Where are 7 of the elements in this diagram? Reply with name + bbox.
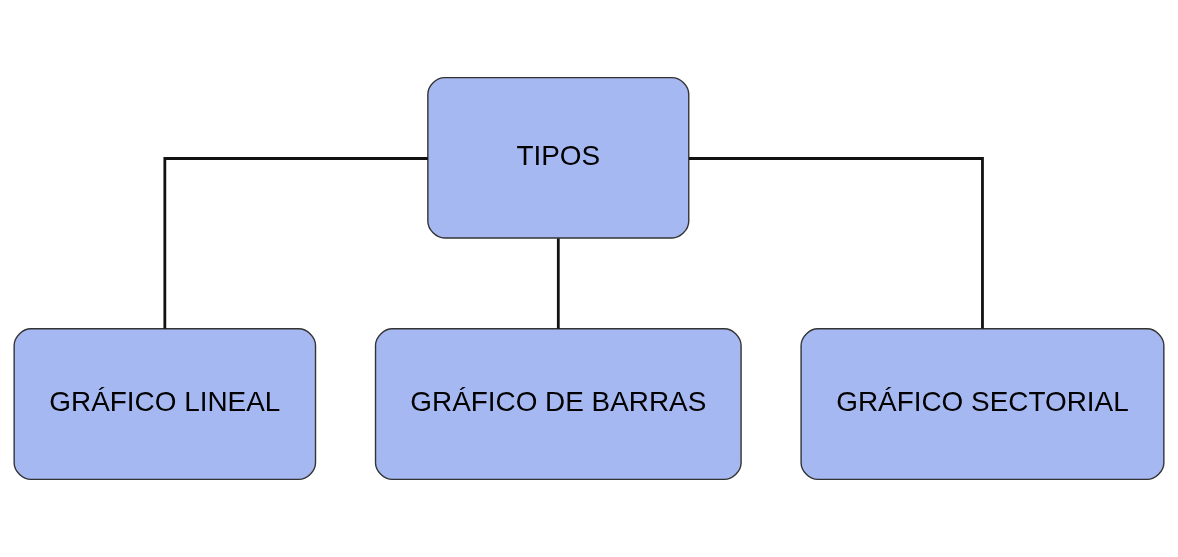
- connector: [689, 157, 984, 329]
- connector: [556, 238, 560, 329]
- node-box: TIPOS: [427, 76, 690, 239]
- node-box: GRÁFICO DE BARRAS: [374, 328, 742, 481]
- node-box: GRÁFICO SECTORIAL: [800, 328, 1165, 481]
- node-box: GRÁFICO LINEAL: [13, 328, 317, 481]
- connector: [163, 157, 428, 329]
